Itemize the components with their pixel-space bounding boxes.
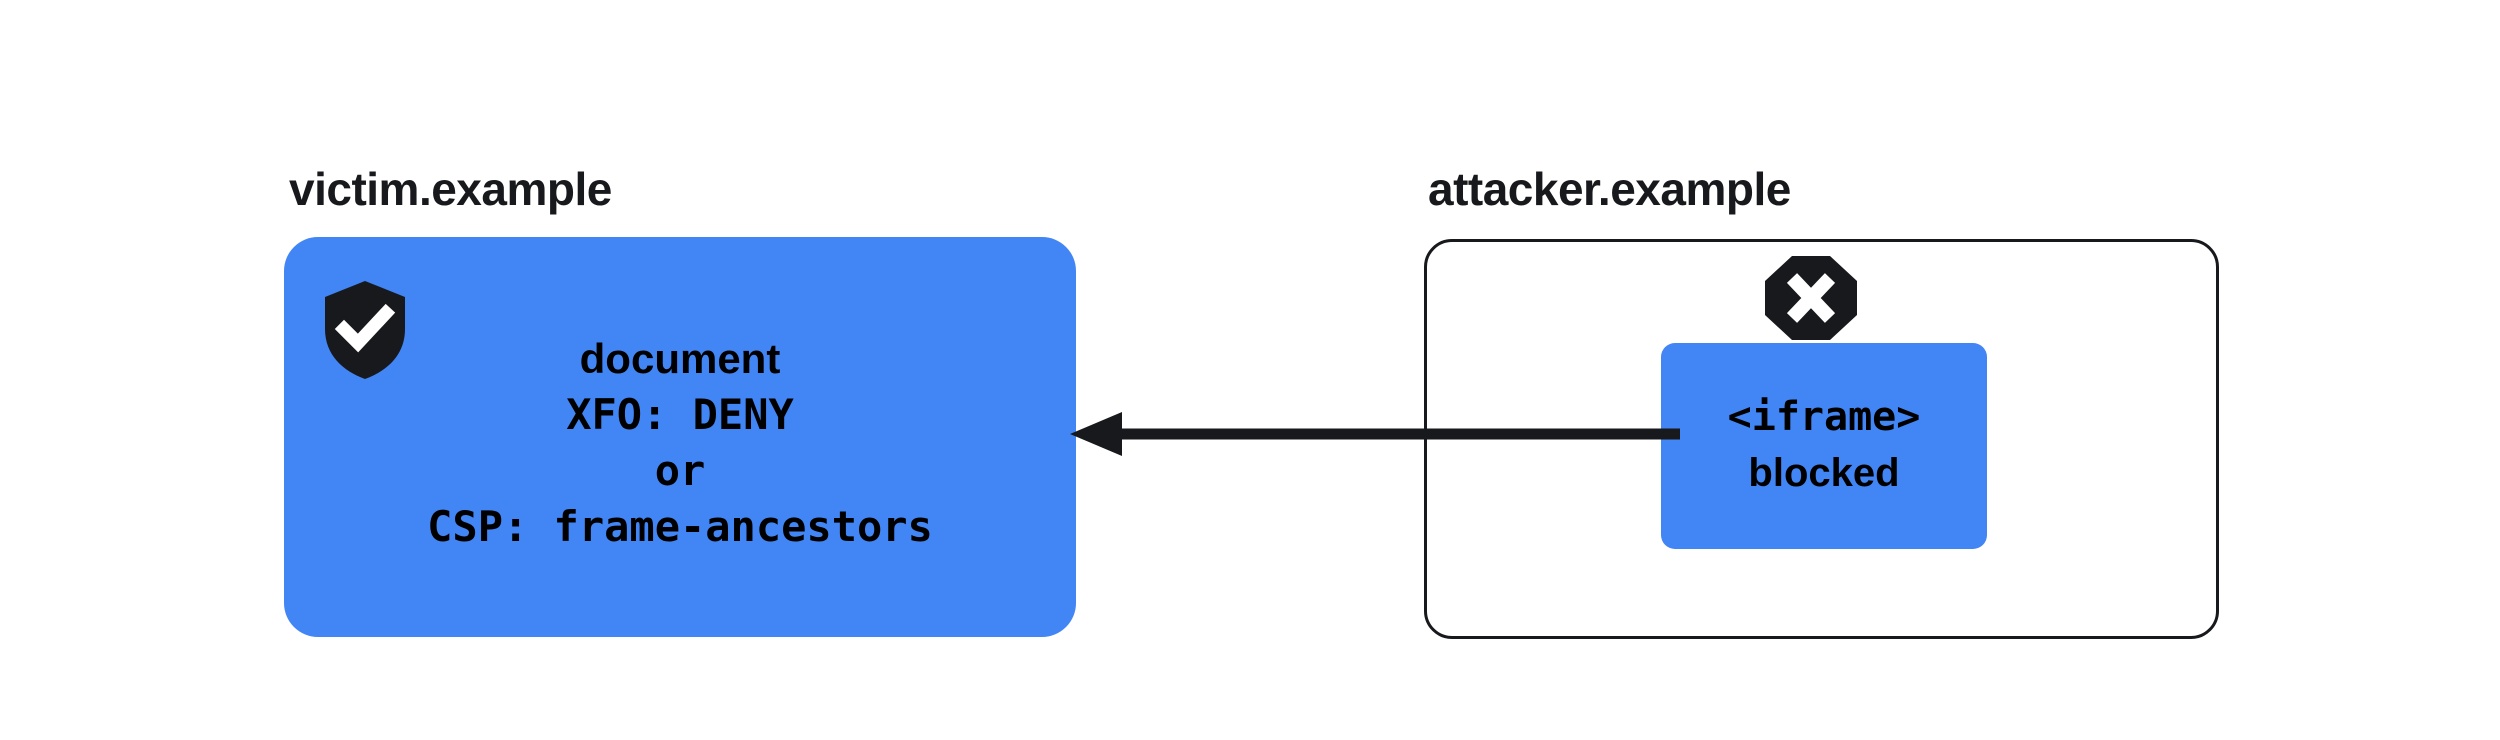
victim-line-xfo: XFO: DENY — [566, 390, 794, 439]
victim-document-card: document XFO: DENY or CSP: frame-ancesto… — [284, 237, 1076, 637]
victim-text-block: document XFO: DENY or CSP: frame-ancesto… — [284, 331, 1076, 555]
victim-origin-label: victim.example — [289, 163, 612, 215]
iframe-line-blocked: blocked — [1748, 451, 1900, 495]
shield-check-icon — [325, 281, 405, 379]
blocked-iframe-card: <iframe> blocked — [1661, 343, 1987, 549]
victim-line-csp: CSP: frame-ancestors — [427, 502, 933, 551]
iframe-line-tag: <iframe> — [1727, 394, 1921, 440]
victim-line-document: document — [579, 335, 781, 382]
victim-line-or: or — [654, 446, 706, 495]
x-octagon-icon — [1765, 256, 1857, 340]
framing-request-arrow — [1060, 408, 1680, 464]
iframe-text-block: <iframe> blocked — [1661, 389, 1987, 501]
attacker-origin-label: attacker.example — [1428, 163, 1791, 215]
